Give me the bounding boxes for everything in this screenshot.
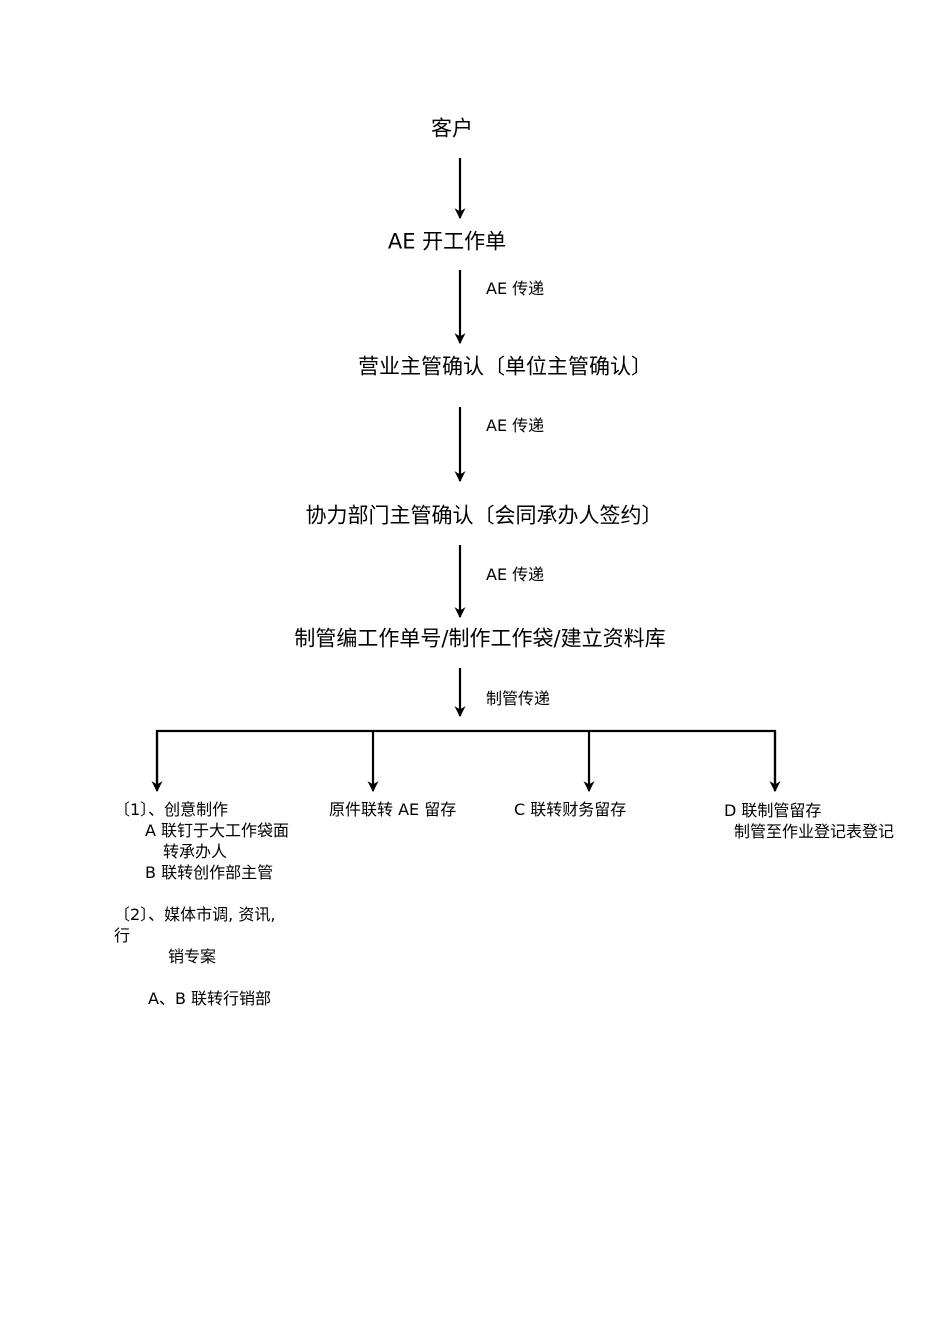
node-partner-confirm: 协力部门主管确认〔会同承办人签约〕 [305,503,663,528]
branch-original: 原件联转 AE 留存 [329,800,457,819]
node-sales-confirm: 营业主管确认〔单位主管确认〕 [358,354,652,379]
branch-line: 销专案 [168,947,217,966]
edge-label-5: 制管传递 [486,689,551,708]
branch-line: A 联钉于大工作袋面 [145,821,290,840]
branch-line: 〔1〕、创意制作 [114,800,229,819]
branch-line: 行 [114,926,131,945]
edge-label-3: AE 传递 [486,416,545,435]
node-ae-open: AE 开工作单 [387,229,507,254]
branch-line: B 联转创作部主管 [145,863,274,882]
branch-finance: C 联转财务留存 [514,800,627,819]
node-customer: 客户 [431,116,473,141]
branch-line: A、B 联转行销部 [148,989,272,1008]
branch-line: 〔2〕、媒体市调, 资讯, [114,905,276,924]
branch-bar [155,729,777,791]
branch-line: 制管至作业登记表登记 [734,822,895,841]
node-production: 制管编工作单号/制作工作袋/建立资料库 [294,626,666,651]
edge-label-2: AE 传递 [486,279,545,298]
edge-label-4: AE 传递 [486,565,545,584]
branch-line: D 联制管留存 [724,801,822,820]
branch-line: 转承办人 [163,842,228,861]
